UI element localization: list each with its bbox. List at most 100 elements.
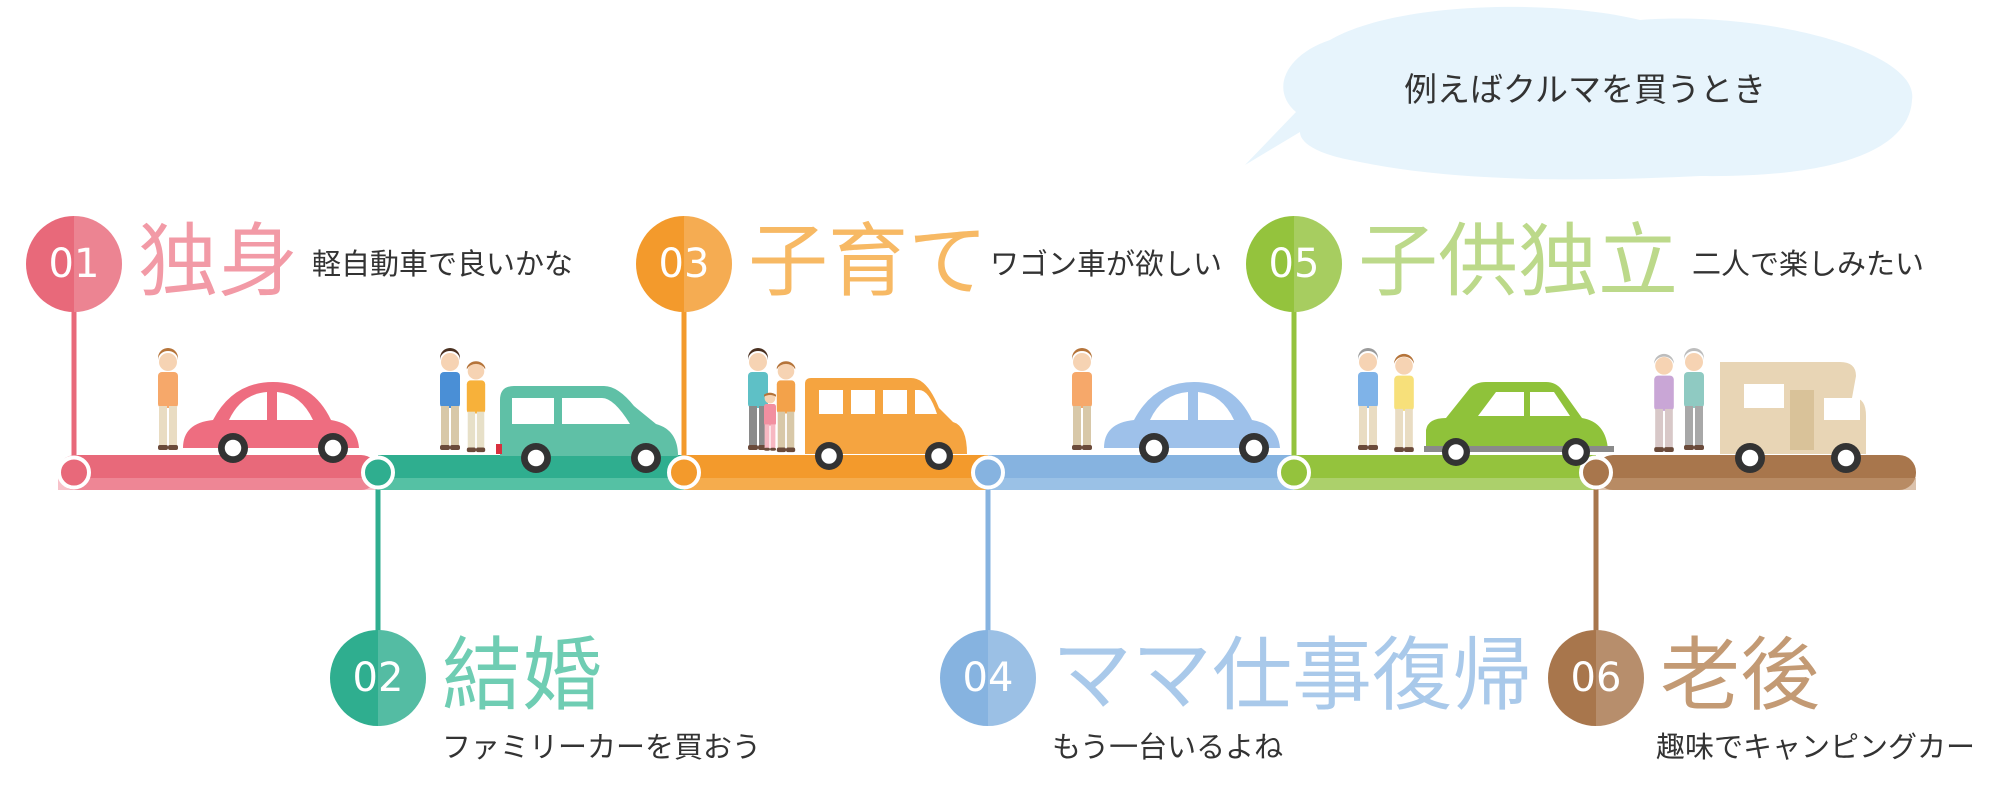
single-woman-icon bbox=[158, 348, 178, 450]
wagon-icon bbox=[805, 378, 967, 470]
hubcap bbox=[527, 449, 545, 467]
bar-segment-shade bbox=[988, 478, 1294, 490]
bubble-text: 例えばクルマを買うとき bbox=[1403, 70, 1766, 109]
car-window bbox=[1530, 392, 1570, 416]
hubcap bbox=[1741, 449, 1759, 467]
shoe bbox=[1694, 445, 1704, 450]
stage-3-title: 子育て bbox=[748, 215, 988, 308]
head bbox=[1359, 353, 1377, 371]
head bbox=[1395, 356, 1413, 375]
hubcap bbox=[1448, 444, 1464, 460]
stage-5-subtitle: 二人で楽しみたい bbox=[1692, 247, 1925, 281]
leg bbox=[764, 424, 770, 449]
leg bbox=[1664, 408, 1673, 449]
hubcap bbox=[1837, 449, 1855, 467]
body bbox=[440, 372, 460, 408]
camper-icon bbox=[1720, 362, 1866, 473]
stage-1-number: 01 bbox=[26, 216, 122, 312]
head bbox=[159, 353, 177, 371]
shoe bbox=[1664, 447, 1674, 453]
compact-car-icon bbox=[1104, 382, 1280, 463]
hubcap bbox=[821, 448, 837, 464]
shoe bbox=[1394, 447, 1404, 453]
hubcap bbox=[1145, 439, 1163, 457]
car-body bbox=[183, 382, 359, 448]
leg bbox=[1369, 406, 1377, 446]
shoe bbox=[1358, 445, 1368, 450]
bar-segment-shade bbox=[378, 478, 684, 490]
leg bbox=[1073, 406, 1081, 446]
head bbox=[467, 362, 485, 380]
shoe bbox=[168, 445, 178, 450]
family-icon bbox=[776, 361, 796, 453]
camper-window bbox=[1824, 398, 1860, 420]
head bbox=[749, 353, 767, 371]
body bbox=[1394, 375, 1414, 411]
hair bbox=[466, 361, 486, 370]
stage-1-subtitle: 軽自動車で良いかな bbox=[312, 247, 574, 281]
van-window bbox=[883, 390, 907, 414]
shoe bbox=[1404, 447, 1414, 453]
body bbox=[764, 404, 776, 426]
shoe bbox=[1684, 445, 1694, 450]
stage-2-number: 02 bbox=[330, 630, 426, 726]
bar-segment-shade bbox=[684, 478, 988, 490]
leg bbox=[1083, 406, 1091, 446]
hair bbox=[1394, 353, 1414, 364]
car-window bbox=[1150, 392, 1188, 420]
leg bbox=[1695, 406, 1703, 446]
leg bbox=[786, 411, 795, 449]
stage-5-title: 子供独立 bbox=[1358, 215, 1678, 308]
timeline-node bbox=[361, 455, 395, 490]
compact-car-icon bbox=[183, 382, 359, 463]
stage-2-title: 結婚 bbox=[442, 629, 602, 722]
hair bbox=[1684, 348, 1704, 360]
shoe bbox=[776, 447, 786, 453]
senior-couple-icon bbox=[1684, 348, 1704, 450]
stage-2-subtitle: ファミリーカーを買おう bbox=[442, 730, 762, 764]
leg bbox=[749, 406, 757, 446]
leg bbox=[1404, 408, 1413, 449]
bumper bbox=[1424, 446, 1614, 452]
car-window bbox=[229, 392, 267, 420]
hair bbox=[764, 392, 776, 397]
body bbox=[466, 380, 486, 414]
shoe bbox=[1654, 447, 1664, 453]
sedan-icon bbox=[1424, 382, 1614, 466]
leg bbox=[1395, 408, 1404, 449]
body bbox=[776, 380, 796, 414]
shoe bbox=[440, 445, 450, 450]
leg bbox=[476, 411, 485, 449]
tail-light bbox=[496, 444, 502, 454]
head bbox=[1685, 353, 1703, 371]
couple-icon bbox=[466, 361, 486, 453]
body bbox=[158, 372, 178, 408]
elderly-couple-icon bbox=[1358, 348, 1378, 450]
hair bbox=[158, 348, 178, 360]
leg bbox=[1655, 408, 1664, 449]
shoe bbox=[466, 447, 476, 453]
speech-bubble bbox=[1245, 6, 1913, 180]
car-window bbox=[562, 398, 630, 424]
hair bbox=[748, 348, 768, 360]
van-window bbox=[819, 390, 843, 414]
body bbox=[1072, 372, 1092, 408]
bar-segment-shade bbox=[58, 478, 378, 490]
stage-1-title: 独身 bbox=[138, 215, 298, 308]
body bbox=[1358, 372, 1378, 408]
hubcap bbox=[324, 439, 342, 457]
body bbox=[1684, 372, 1704, 408]
stage-4-subtitle: もう一台いるよね bbox=[1052, 730, 1284, 764]
leg bbox=[169, 406, 177, 446]
shoe bbox=[748, 445, 758, 450]
hair bbox=[1654, 353, 1674, 364]
camper-door bbox=[1790, 390, 1814, 450]
stage-6-subtitle: 趣味でキャンピングカー bbox=[1656, 730, 1976, 764]
senior-couple-icon bbox=[1654, 353, 1674, 453]
timeline-node bbox=[1277, 455, 1311, 490]
timeline-connectors bbox=[57, 290, 1613, 650]
leg bbox=[759, 406, 767, 446]
hair bbox=[776, 361, 796, 370]
timeline-node bbox=[667, 455, 701, 490]
